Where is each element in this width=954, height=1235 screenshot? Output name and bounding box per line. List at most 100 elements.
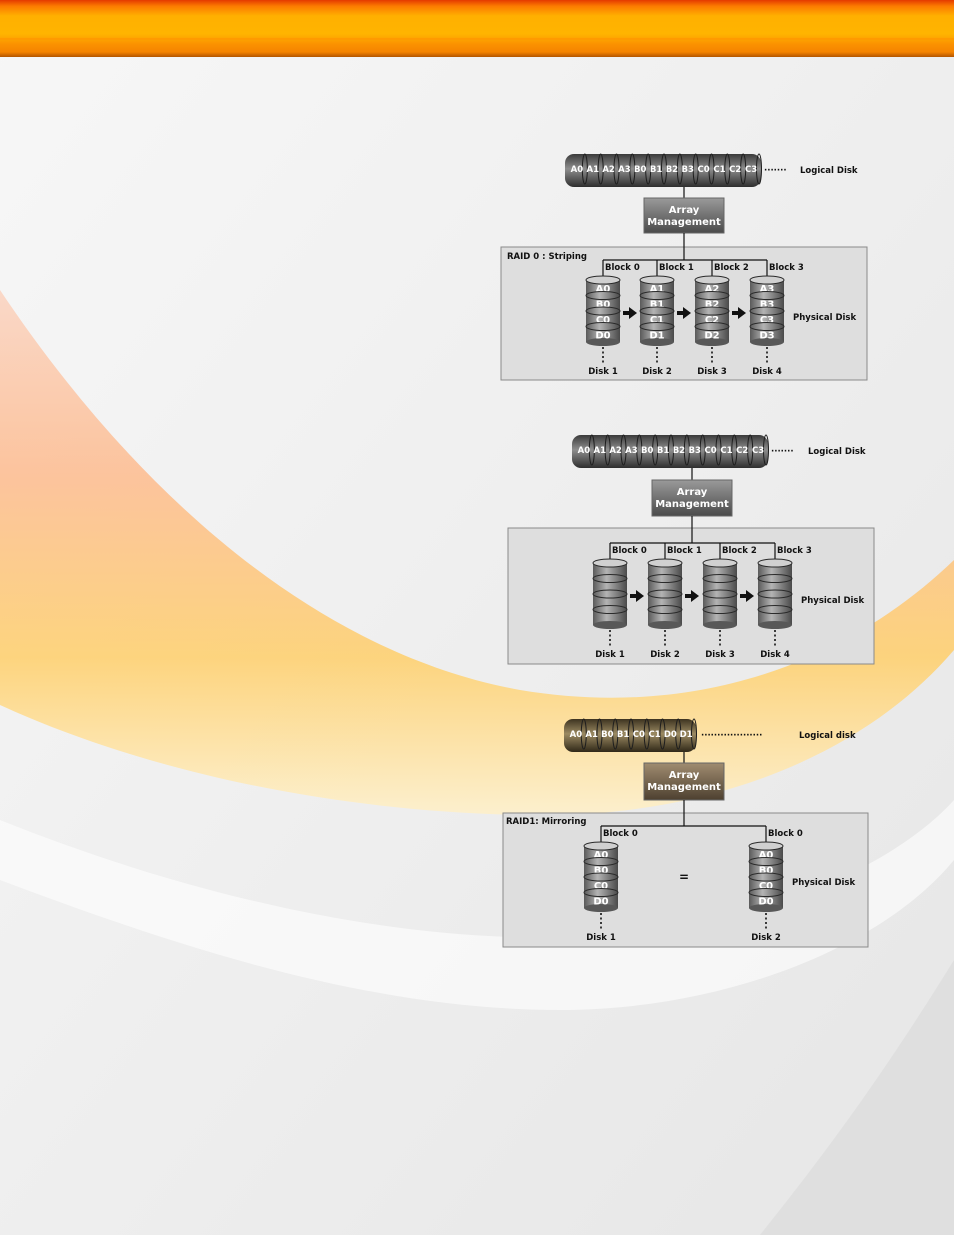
segment-divider xyxy=(628,718,634,750)
logical-segment: C1 xyxy=(713,165,725,175)
cylinder-bottom xyxy=(648,621,682,629)
disk-segment: A0 xyxy=(594,850,609,861)
cylinder-ring xyxy=(749,291,785,300)
disk-label: Disk 2 xyxy=(642,367,672,377)
physical-disk-cylinder xyxy=(592,558,628,629)
cylinder-body xyxy=(584,846,618,908)
logical-segment: C2 xyxy=(729,165,741,175)
segment-divider xyxy=(668,434,674,466)
segment-divider xyxy=(763,434,769,466)
physical-disk-cylinder xyxy=(757,558,793,629)
segment-divider xyxy=(724,153,731,185)
cylinder-ring xyxy=(639,322,675,331)
segment-divider xyxy=(692,153,699,185)
disk-segment: C0 xyxy=(594,881,608,892)
cylinder-ring xyxy=(647,605,683,614)
disk-segment: C0 xyxy=(596,315,610,326)
disk-segment: B0 xyxy=(594,866,609,877)
disk-segment: B0 xyxy=(596,300,611,311)
logical-segment: D1 xyxy=(680,730,693,740)
disk-segment: A0 xyxy=(596,284,611,295)
cylinder-ring xyxy=(694,306,730,316)
disk-segment: A0 xyxy=(759,850,774,861)
logical-segment: A3 xyxy=(625,446,638,456)
cylinder-body xyxy=(586,280,620,342)
cylinder-bottom xyxy=(749,904,783,912)
segment-divider xyxy=(676,153,683,185)
disk-segment: A2 xyxy=(705,284,720,295)
logical-segment: C3 xyxy=(745,165,757,175)
cylinder-bottom xyxy=(758,621,792,629)
logical-segment: B0 xyxy=(601,730,613,740)
array-management-box: Array Management xyxy=(643,197,725,234)
segment-divider xyxy=(652,434,659,466)
array-management-box: Array Management xyxy=(651,479,733,517)
segment-divider xyxy=(643,718,650,750)
segment-divider xyxy=(636,434,643,466)
cylinder-ring xyxy=(639,275,675,285)
cylinder-ring xyxy=(757,574,793,583)
segment-divider xyxy=(588,434,595,466)
cylinder-bottom xyxy=(586,338,620,346)
physical-disk-label: Physical Disk xyxy=(793,313,856,323)
cylinder-ring xyxy=(702,574,738,583)
disk-segment: C0 xyxy=(759,881,773,892)
block-label: Block 1 xyxy=(659,263,694,273)
cylinder-ring xyxy=(757,589,793,599)
logical-segment: A0 xyxy=(570,730,583,740)
logical-disk-label: Logical Disk xyxy=(800,166,858,176)
cylinder-body xyxy=(758,563,792,625)
block-label: Block 2 xyxy=(714,263,749,273)
array-management-label-1: Array xyxy=(669,205,700,216)
block-label: Block 0 xyxy=(612,546,647,556)
disk-segment: C2 xyxy=(705,315,719,326)
cylinder-ring xyxy=(694,291,730,300)
cylinder-ring xyxy=(585,306,621,316)
logical-segment: A2 xyxy=(609,446,622,456)
disk-segment: C3 xyxy=(760,315,774,326)
array-management-box: Array Management xyxy=(643,762,725,801)
segment-divider xyxy=(756,153,762,185)
disk-segment: B0 xyxy=(759,866,774,877)
array-management-label-2: Management xyxy=(647,217,721,228)
logical-segment: C0 xyxy=(698,165,710,175)
cylinder-ring xyxy=(647,574,683,583)
logical-segment: A2 xyxy=(602,165,615,175)
disk-label: Disk 4 xyxy=(752,367,782,377)
segment-divider xyxy=(581,153,588,185)
block-label: Block 0 xyxy=(605,263,640,273)
diagram-title: RAID 0 : Striping xyxy=(507,252,587,262)
cylinder-ring xyxy=(639,306,675,316)
disk-segment: D2 xyxy=(704,331,719,342)
cylinder-ring xyxy=(694,275,730,285)
panel xyxy=(502,812,869,948)
array-management-label-1: Array xyxy=(677,487,708,498)
arrow-right-icon xyxy=(623,307,637,319)
arrow-right-icon xyxy=(685,590,699,602)
logical-segment: A1 xyxy=(594,446,607,456)
logical-segment: B3 xyxy=(689,446,701,456)
disk-segment: A3 xyxy=(760,284,775,295)
segment-divider xyxy=(708,153,715,185)
cylinder-ring xyxy=(702,589,738,599)
segment-divider xyxy=(740,153,747,185)
logical-disk-dots: ··················· xyxy=(701,731,762,741)
segment-divider xyxy=(715,434,722,466)
array-management-label-1: Array xyxy=(669,770,700,781)
cylinder-body xyxy=(750,280,784,342)
cylinder-bottom xyxy=(750,338,784,346)
cylinder-bottom xyxy=(640,338,674,346)
logical-segment: B2 xyxy=(666,165,678,175)
cylinder-body xyxy=(749,846,783,908)
cylinder-ring xyxy=(592,574,628,583)
header-bar xyxy=(0,0,954,57)
logical-segment: B2 xyxy=(673,446,685,456)
logical-segment: A1 xyxy=(587,165,600,175)
cylinder-ring xyxy=(748,857,784,866)
cylinder-ring xyxy=(585,275,621,285)
disk-segment: D0 xyxy=(593,897,608,908)
cylinder-ring xyxy=(585,291,621,300)
